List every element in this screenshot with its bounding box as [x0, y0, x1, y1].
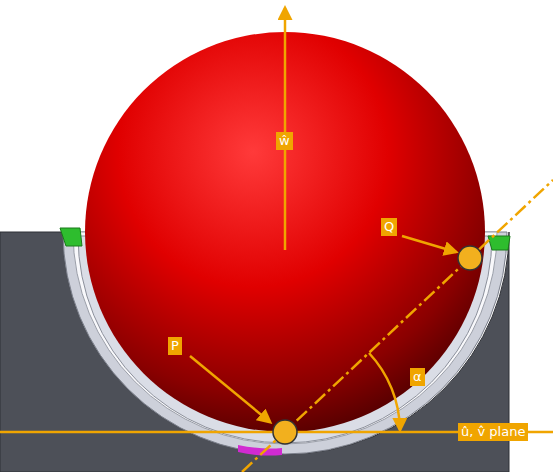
point-label: Q — [381, 218, 397, 236]
axis-label: ŵ — [276, 132, 293, 150]
leader-arrow — [402, 236, 456, 252]
leader-arrow — [190, 356, 270, 422]
angle-arc — [369, 353, 400, 430]
rim-seal — [488, 236, 510, 250]
contact-line — [242, 180, 553, 472]
contact-point — [273, 420, 297, 444]
w-axis — [284, 8, 287, 250]
angle-label: α — [410, 368, 425, 386]
rim-seal — [60, 228, 82, 246]
plane-label: û, v̂ plane — [458, 423, 528, 441]
point-label: P — [168, 337, 182, 355]
contact-point — [458, 246, 482, 270]
